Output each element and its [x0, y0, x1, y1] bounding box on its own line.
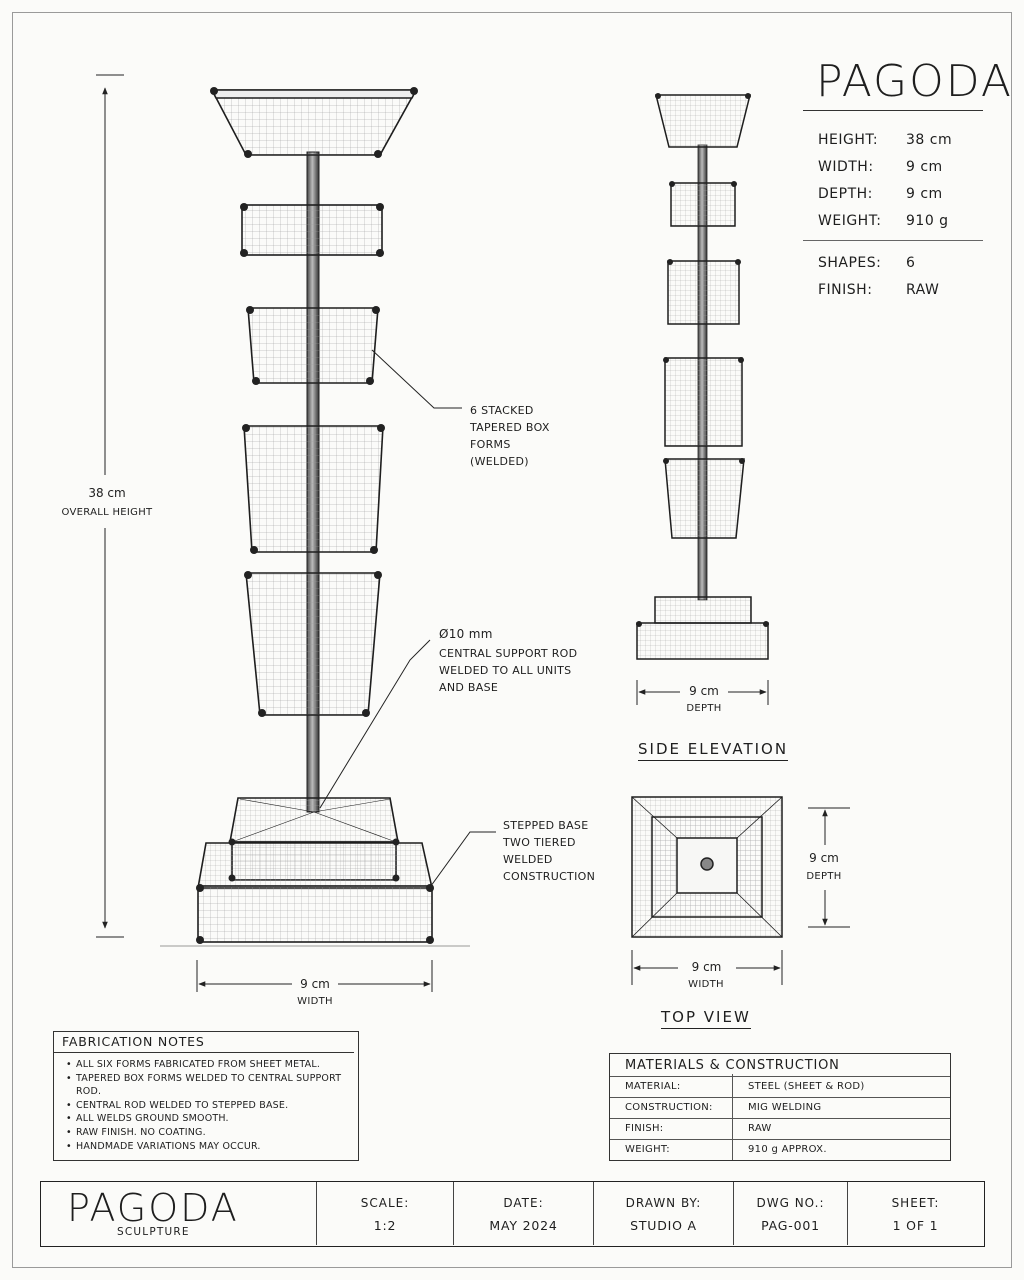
note-item: CENTRAL ROD WELDED TO STEPPED BASE. — [66, 1099, 351, 1113]
materials-table: MATERIALS & CONSTRUCTION MATERIAL:STEEL … — [609, 1053, 951, 1161]
side-dimensions — [636, 680, 769, 705]
side-elevation-title: SIDE ELEVATION — [638, 740, 789, 761]
materials-row: FINISH:RAW — [610, 1118, 950, 1138]
form-1 — [210, 89, 418, 156]
spec-rule-mid — [803, 240, 983, 241]
title-block-sheet: SHEET:1 OF 1 — [847, 1182, 983, 1245]
fabrication-notes-title: FABRICATION NOTES — [62, 1034, 205, 1049]
form-3 — [247, 307, 379, 384]
callout-stepped-base: STEPPED BASE TWO TIERED WELDED CONSTRUCT… — [503, 819, 596, 883]
title-block-dwg-no: DWG NO.:PAG-001 — [733, 1182, 847, 1245]
top-dimensions — [631, 807, 850, 985]
callout-support-rod: Ø10 mm CENTRAL SUPPORT ROD WELDED TO ALL… — [439, 627, 578, 694]
fabrication-notes-list: ALL SIX FORMS FABRICATED FROM SHEET META… — [66, 1058, 351, 1153]
title-block-drawn-by: DRAWN BY:STUDIO A — [593, 1182, 733, 1245]
front-width-value: 9 cm — [300, 977, 330, 991]
spec-row-shapes: SHAPES:6 — [818, 255, 916, 271]
overall-height-value: 38 cm — [72, 486, 142, 500]
overall-height-label: OVERALL HEIGHT — [52, 507, 162, 518]
side-depth-value: 9 cm — [689, 684, 719, 698]
side-depth-label: DEPTH — [686, 703, 722, 714]
title-block-subtitle: SCULPTURE — [117, 1226, 190, 1238]
title-block-date: DATE:MAY 2024 — [453, 1182, 593, 1245]
top-width-value: 9 cm — [691, 960, 722, 974]
side-elevation-drawing — [636, 93, 769, 660]
sheet-border — [12, 12, 1012, 1268]
top-view-drawing — [631, 796, 783, 938]
note-item: TAPERED BOX FORMS WELDED TO CENTRAL SUPP… — [66, 1072, 351, 1099]
callout-stacked-forms: 6 STACKED TAPERED BOX FORMS (WELDED) — [470, 404, 550, 468]
front-view — [160, 87, 470, 947]
note-item: ALL SIX FORMS FABRICATED FROM SHEET META… — [66, 1058, 351, 1072]
form-2 — [241, 204, 383, 256]
top-width-label: WIDTH — [688, 979, 724, 990]
spec-row-depth: DEPTH:9 cm — [818, 186, 943, 202]
top-depth-label: DEPTH — [806, 871, 842, 882]
materials-row: CONSTRUCTION:MIG WELDING — [610, 1097, 950, 1117]
spec-title: PAGODA — [816, 56, 1013, 107]
note-item: RAW FINISH. NO COATING. — [66, 1126, 351, 1140]
front-width-label: WIDTH — [297, 996, 333, 1007]
note-item: ALL WELDS GROUND SMOOTH. — [66, 1112, 351, 1126]
fabrication-notes-box: FABRICATION NOTES ALL SIX FORMS FABRICAT… — [53, 1031, 359, 1161]
top-view-title: TOP VIEW — [661, 1008, 751, 1029]
title-block: PAGODA SCULPTURE SCALE:1:2 DATE:MAY 2024… — [40, 1181, 985, 1247]
spec-row-width: WIDTH:9 cm — [818, 159, 943, 175]
title-block-name: PAGODA — [67, 1186, 239, 1230]
form-4 — [243, 425, 384, 553]
note-item: HANDMADE VARIATIONS MAY OCCUR. — [66, 1140, 351, 1154]
spec-row-finish: FINISH:RAW — [818, 282, 940, 298]
top-depth-value: 9 cm — [809, 851, 839, 865]
title-block-scale: SCALE:1:2 — [316, 1182, 453, 1245]
base-lower — [197, 885, 433, 943]
front-dimensions — [96, 74, 496, 992]
spec-row-weight: WEIGHT:910 g — [818, 213, 949, 229]
form-5 — [245, 572, 381, 716]
materials-row: WEIGHT:910 g APPROX. — [610, 1139, 950, 1159]
materials-row: MATERIAL:STEEL (SHEET & ROD) — [610, 1076, 950, 1096]
spec-row-height: HEIGHT:38 cm — [818, 132, 953, 148]
base-upper-top — [229, 797, 399, 843]
materials-title: MATERIALS & CONSTRUCTION — [625, 1058, 840, 1073]
spec-rule-top — [803, 110, 983, 111]
